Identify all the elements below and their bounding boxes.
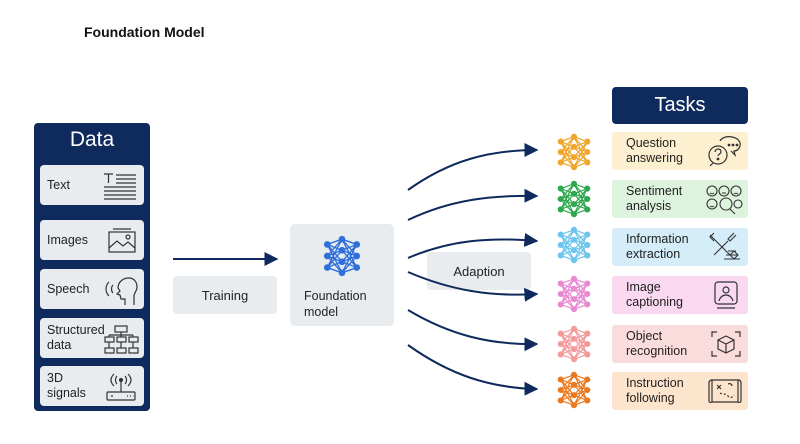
task-label: Question answering [626, 136, 683, 165]
task-instruction-following: Instruction following [612, 372, 748, 410]
data-item-label: Text [47, 177, 70, 192]
task-question-answering: Question answering [612, 132, 748, 170]
adapt-arrow-6 [407, 344, 539, 396]
treasure-map-icon [708, 379, 742, 404]
data-item-structured: Structured data [40, 318, 144, 358]
task-network-icon [557, 325, 591, 363]
task-label: Instruction following [626, 376, 684, 405]
data-item-label: Speech [47, 281, 90, 296]
task-image-captioning: Image captioning [612, 276, 748, 314]
data-item-3d-signals: 3D signals [40, 366, 144, 406]
task-network-icon [557, 180, 591, 218]
data-header: Data [69, 128, 115, 151]
adapt-arrow-5 [407, 309, 539, 352]
speech-bubble-question-icon [708, 136, 741, 167]
task-network-icon [557, 275, 591, 313]
task-information-extraction: Information extraction [612, 228, 748, 266]
adapt-arrow-1 [407, 143, 539, 191]
page-title: Foundation Model [84, 24, 205, 40]
emoji-faces-icon [706, 185, 743, 215]
adapt-arrow-4 [407, 271, 539, 302]
data-item-images: Images [40, 220, 144, 260]
foundation-model-box: Foundation model [290, 224, 394, 326]
tasks-header: Tasks [612, 87, 748, 124]
data-item-label: Structured data [47, 323, 105, 352]
cube-frame-icon [711, 331, 741, 357]
data-item-text: Text [40, 165, 144, 205]
speaking-head-icon [105, 277, 138, 305]
adaption-box: Adaption [427, 252, 531, 290]
adapt-arrow-3 [407, 232, 539, 259]
org-chart-icon [104, 325, 139, 354]
task-label: Sentiment analysis [626, 184, 683, 213]
training-box: Training [173, 276, 277, 314]
foundation-network-icon [323, 235, 361, 277]
task-sentiment-analysis: Sentiment analysis [612, 180, 748, 218]
task-network-icon [557, 226, 591, 264]
adapt-arrow-2 [407, 188, 539, 221]
radio-signal-icon [106, 373, 136, 401]
task-network-icon [557, 371, 591, 409]
image-icon [108, 228, 136, 253]
data-item-label: 3D signals [47, 371, 86, 400]
data-panel: Data Text Images Speech [34, 123, 150, 411]
tools-extract-icon [709, 232, 740, 260]
task-label: Information extraction [626, 232, 689, 261]
task-object-recognition: Object recognition [612, 325, 748, 363]
data-item-speech: Speech [40, 269, 144, 309]
image-caption-icon [714, 281, 738, 309]
task-network-icon [557, 133, 591, 171]
data-item-label: Images [47, 232, 88, 247]
foundation-model-label: Foundation model [304, 289, 367, 319]
task-label: Object recognition [626, 329, 688, 358]
text-document-icon [104, 173, 136, 200]
task-label: Image captioning [626, 280, 683, 309]
